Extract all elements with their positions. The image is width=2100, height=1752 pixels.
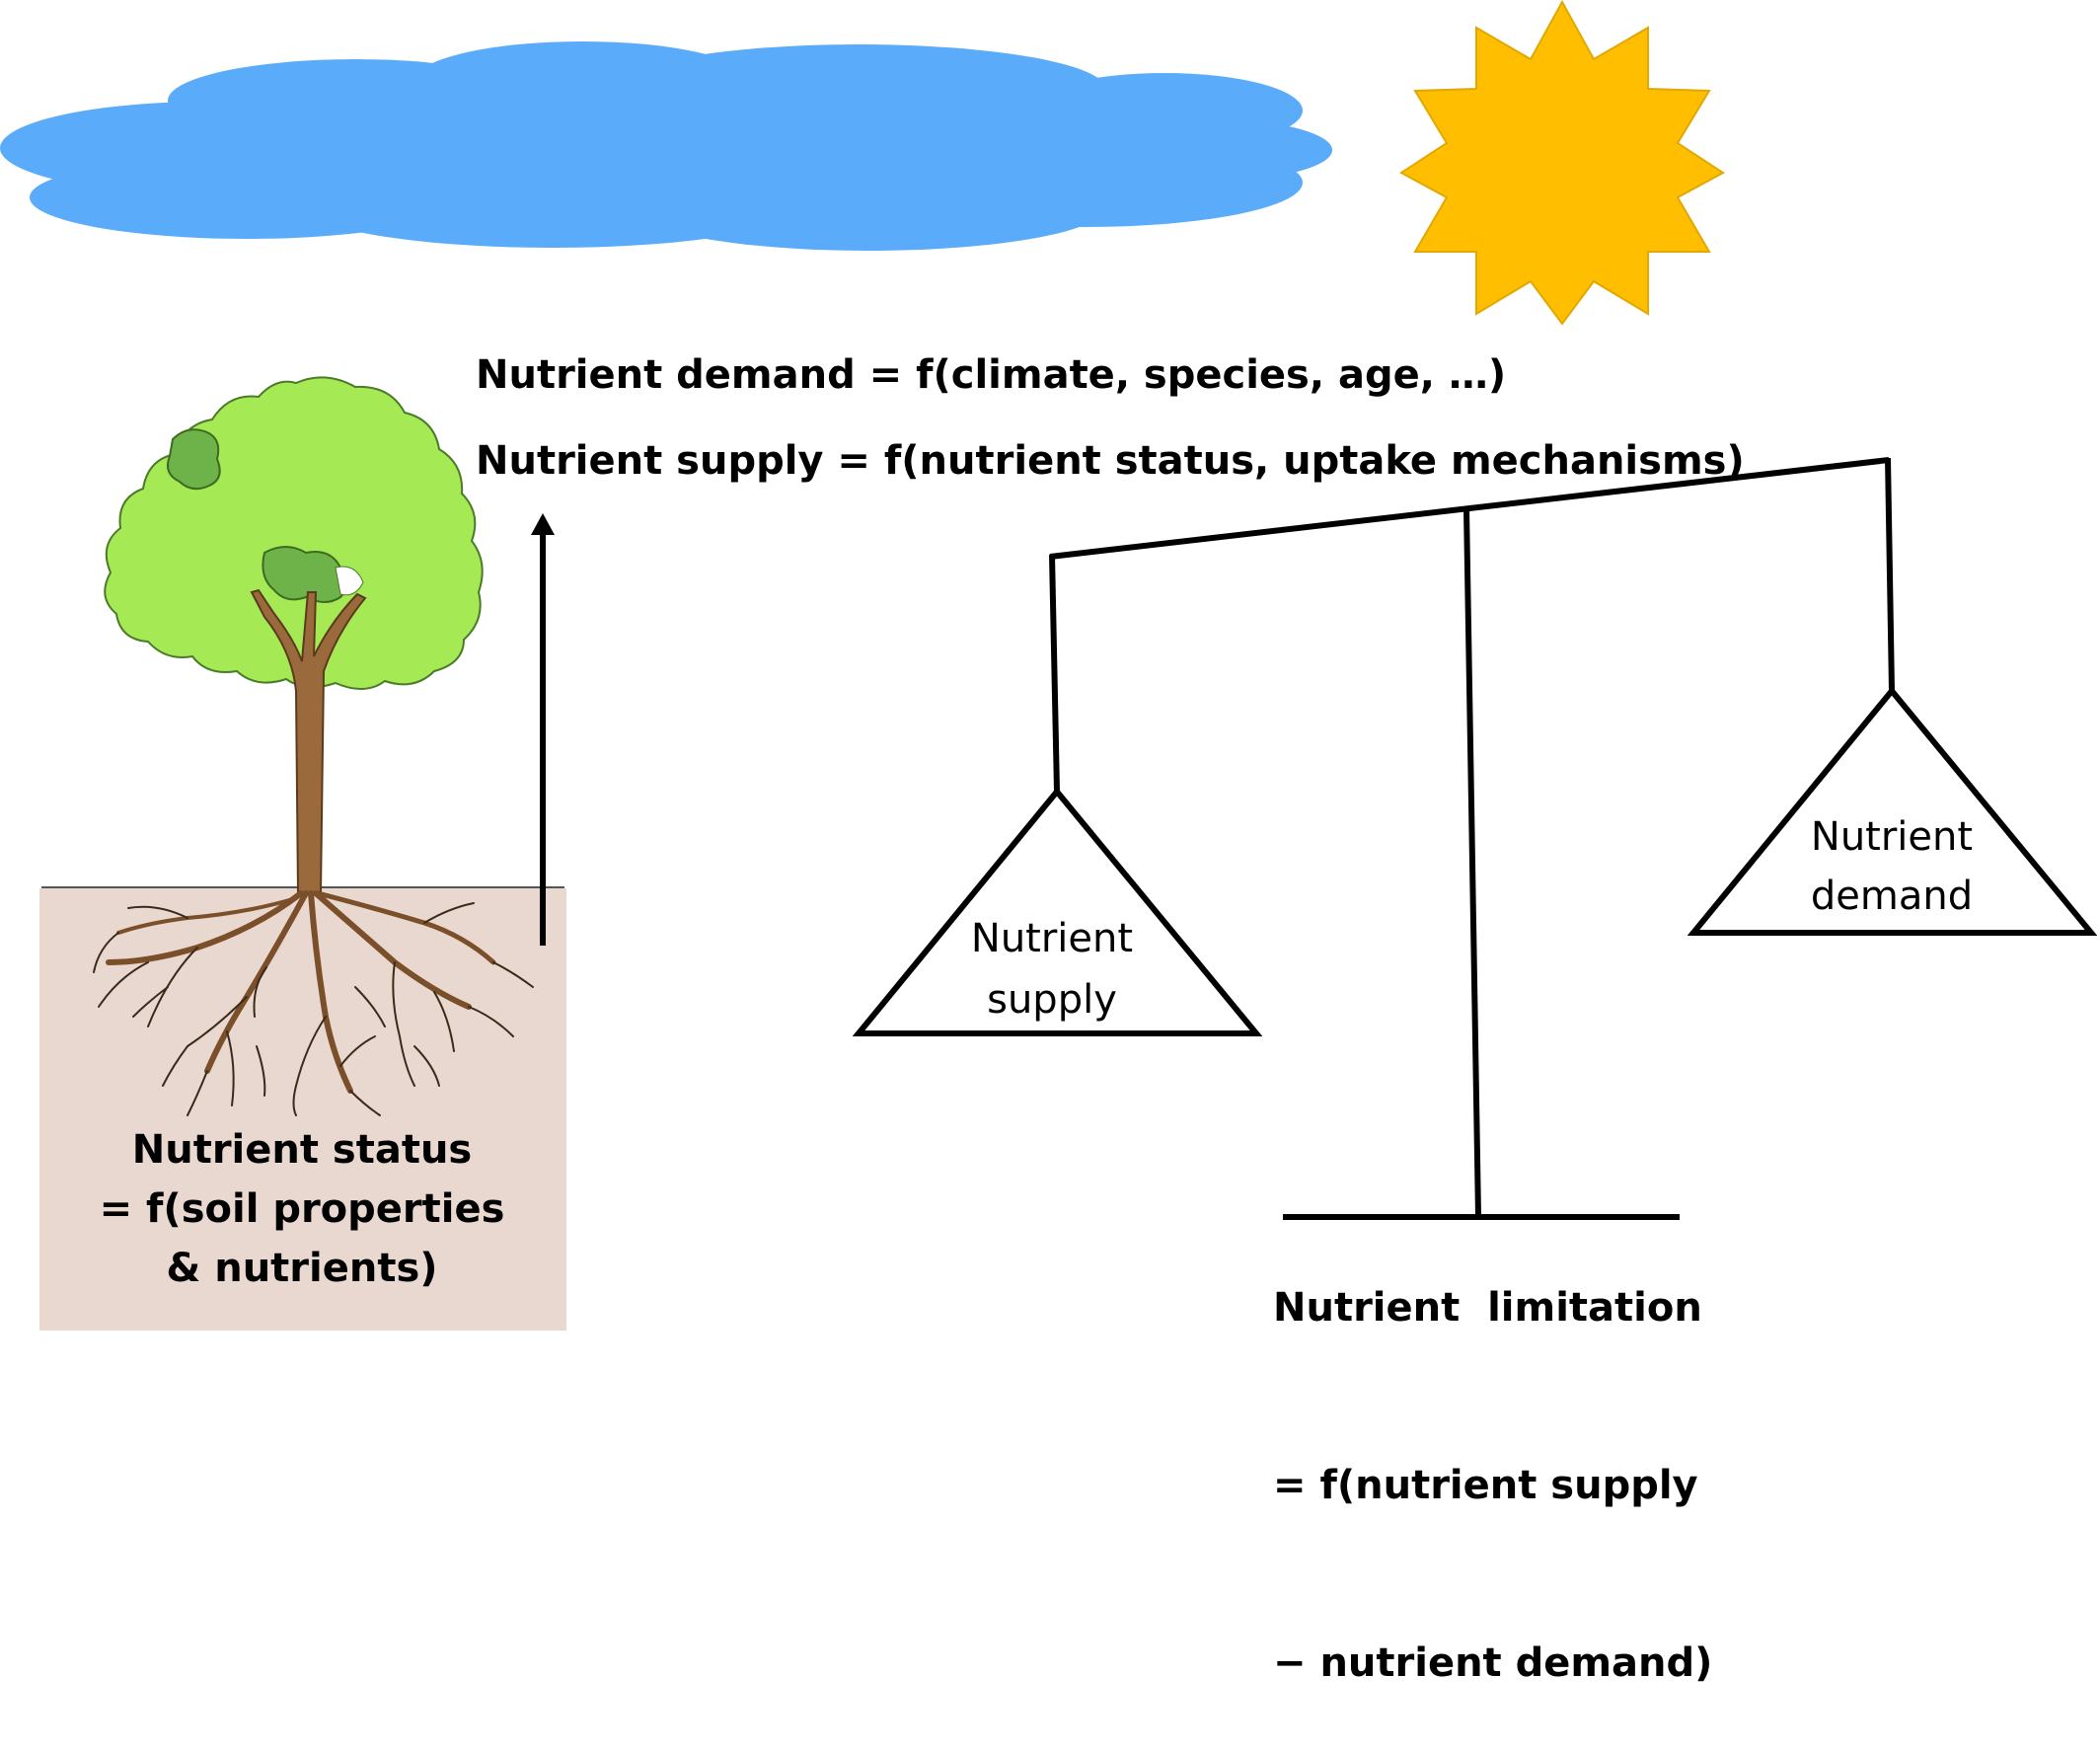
- soil-status-line1: Nutrient status: [131, 1127, 473, 1173]
- balance-scale-icon: [852, 457, 2098, 1220]
- right-pan-label: Nutrient demand: [1783, 807, 2000, 926]
- left-pan-line2: supply: [987, 977, 1117, 1023]
- limitation-line2: = f(nutrient supply: [1273, 1463, 1698, 1508]
- right-pan-line2: demand: [1810, 874, 1974, 919]
- left-pan-line1: Nutrient: [970, 916, 1134, 961]
- limitation-label: Nutrient limitation = f(nutrient supply …: [1273, 1160, 1713, 1752]
- cloud-icon: [0, 41, 1332, 251]
- limitation-line3: − nutrient demand): [1273, 1640, 1713, 1686]
- soil-status-line3: & nutrients): [166, 1246, 438, 1291]
- diagram-canvas: [0, 0, 2098, 1331]
- right-pan-line1: Nutrient: [1810, 814, 1974, 860]
- demand-equation: Nutrient demand = f(climate, species, ag…: [476, 352, 1507, 398]
- soil-status-line2: = f(soil properties: [99, 1186, 505, 1232]
- up-arrow-icon: [531, 513, 555, 946]
- soil-status-label: Nutrient status = f(soil properties & nu…: [99, 1120, 505, 1298]
- supply-equation: Nutrient supply = f(nutrient status, upt…: [476, 438, 1745, 484]
- sun-icon: [1399, 0, 1725, 326]
- left-pan-label: Nutrient supply: [943, 908, 1161, 1030]
- tree-icon: [93, 376, 534, 1116]
- limitation-line1: Nutrient limitation: [1273, 1285, 1702, 1331]
